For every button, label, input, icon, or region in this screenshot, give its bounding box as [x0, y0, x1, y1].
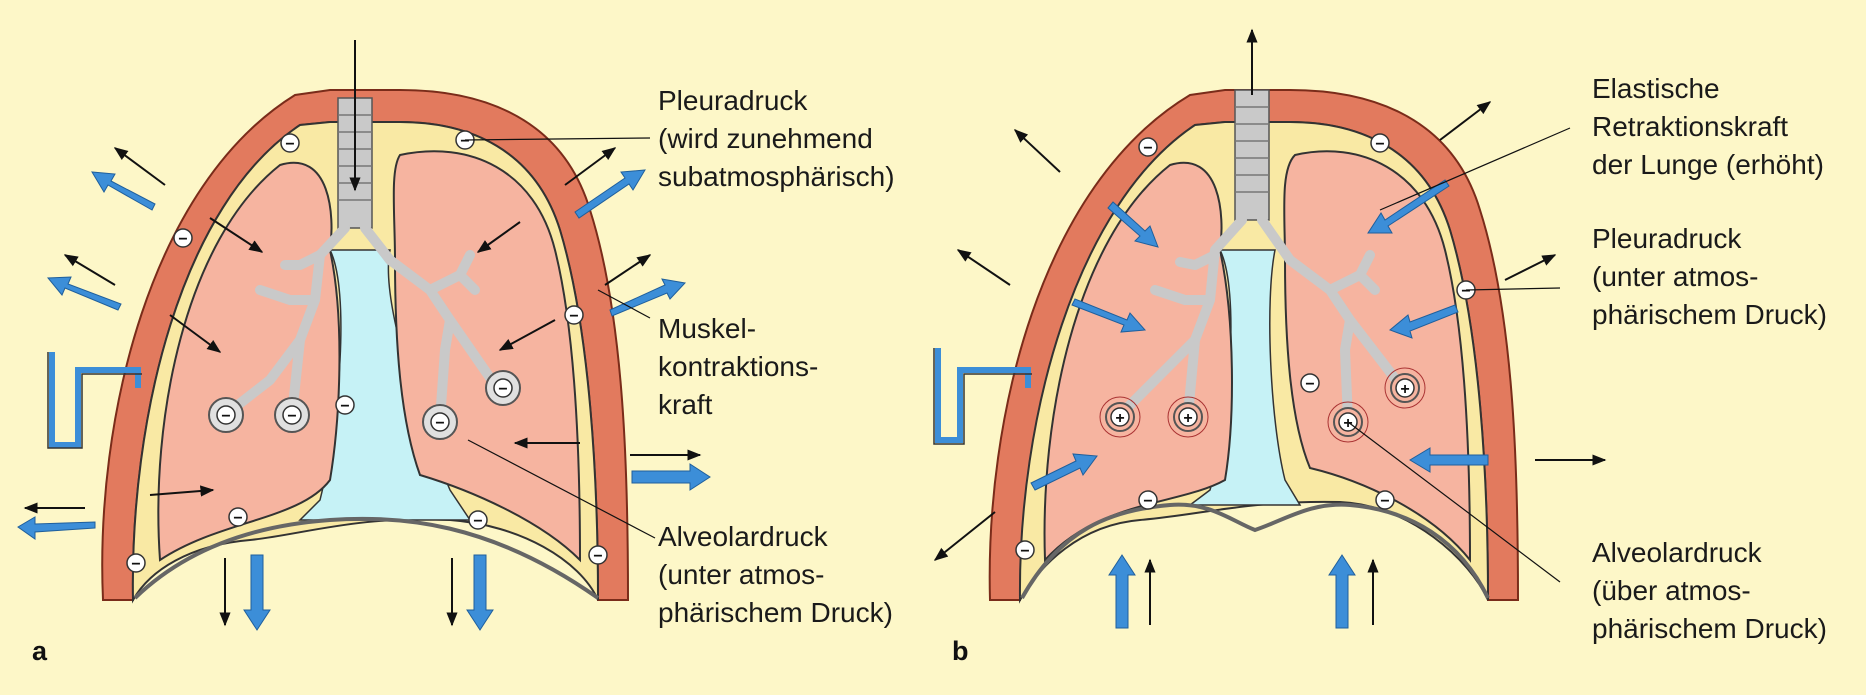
minus-sign: − [1305, 376, 1314, 393]
manometer [49, 352, 141, 448]
plus-sign: + [1343, 415, 1352, 432]
minus-sign: − [473, 513, 482, 530]
diaphragm [1020, 502, 1490, 599]
plus-sign: + [1400, 381, 1409, 398]
minus-sign: − [435, 415, 444, 432]
plus-sign: + [1183, 410, 1192, 427]
minus-sign: − [1020, 543, 1029, 560]
left-bronchial-tree [220, 223, 350, 420]
elastic-recoil-label: Elastische Retraktionskraft der Lunge (e… [1592, 73, 1824, 180]
right-bronchial-tree [360, 223, 500, 425]
diaphragm [133, 516, 600, 600]
minus-sign: − [221, 408, 230, 425]
muscle-contraction-label: Muskel- kontraktions- kraft [658, 313, 819, 420]
panel-letter-b: b [952, 636, 969, 666]
outer-force-arrows [933, 28, 1607, 625]
mediastinum [1187, 249, 1302, 506]
pleural-pressure-label-a: Pleuradruck (wird zunehmend subatmosphär… [658, 85, 895, 192]
manometer [935, 348, 1031, 443]
minus-sign: − [593, 548, 602, 565]
panel-a-inspiration: − − − − − − − − − − − − − [17, 40, 711, 631]
minus-sign: − [1375, 136, 1384, 153]
left-bronchial-tree [1115, 215, 1247, 420]
minus-sign: − [1143, 493, 1152, 510]
minus-sign: − [131, 556, 140, 573]
alveolar-pressure-label-b: Alveolardruck (über atmos- phärischem Dr… [1592, 537, 1827, 644]
elastic-recoil-arrows [1030, 179, 1489, 629]
pleural-pressure-label-b: Pleuradruck (unter atmos- phärischem Dru… [1592, 223, 1827, 330]
right-bronchial-tree [1257, 215, 1405, 425]
panel-letter-a: a [32, 636, 48, 666]
minus-sign: − [460, 133, 469, 150]
panel-b-expiration: + + + + − − − − − − − [933, 28, 1607, 629]
trachea [1234, 89, 1270, 221]
minus-sign: − [1143, 140, 1152, 157]
minus-sign: − [569, 308, 578, 325]
minus-sign: − [287, 408, 296, 425]
minus-sign: − [178, 231, 187, 248]
minus-sign: − [1380, 493, 1389, 510]
minus-sign: − [285, 136, 294, 153]
minus-sign: − [498, 381, 507, 398]
minus-sign: − [233, 510, 242, 527]
minus-sign: − [1461, 283, 1470, 300]
plus-sign: + [1115, 410, 1124, 427]
outer-force-arrows [23, 147, 702, 627]
inner-force-arrows [149, 40, 580, 497]
alveolar-pressure-label-a: Alveolardruck (unter atmos- phärischem D… [658, 521, 893, 628]
minus-sign: − [340, 398, 349, 415]
